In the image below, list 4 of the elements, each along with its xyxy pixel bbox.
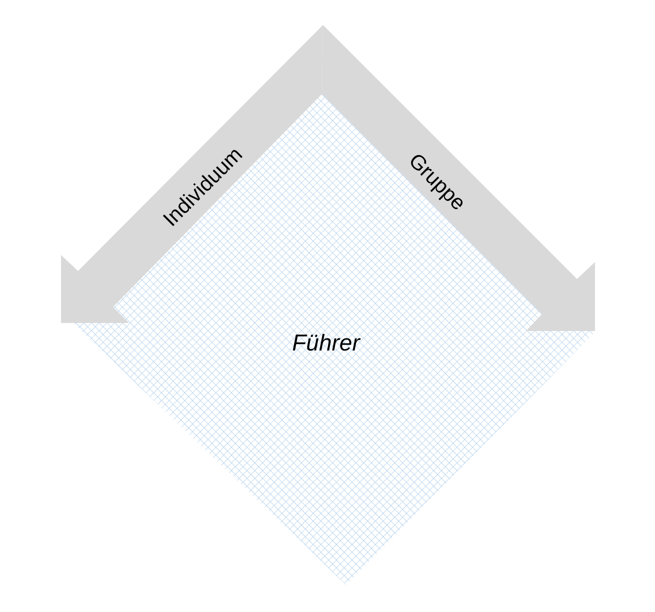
block-arrow [322, 25, 595, 331]
hatched-diamond [72, 93, 594, 585]
block-arrow [61, 25, 323, 323]
diamond-label: Führer [292, 332, 360, 354]
